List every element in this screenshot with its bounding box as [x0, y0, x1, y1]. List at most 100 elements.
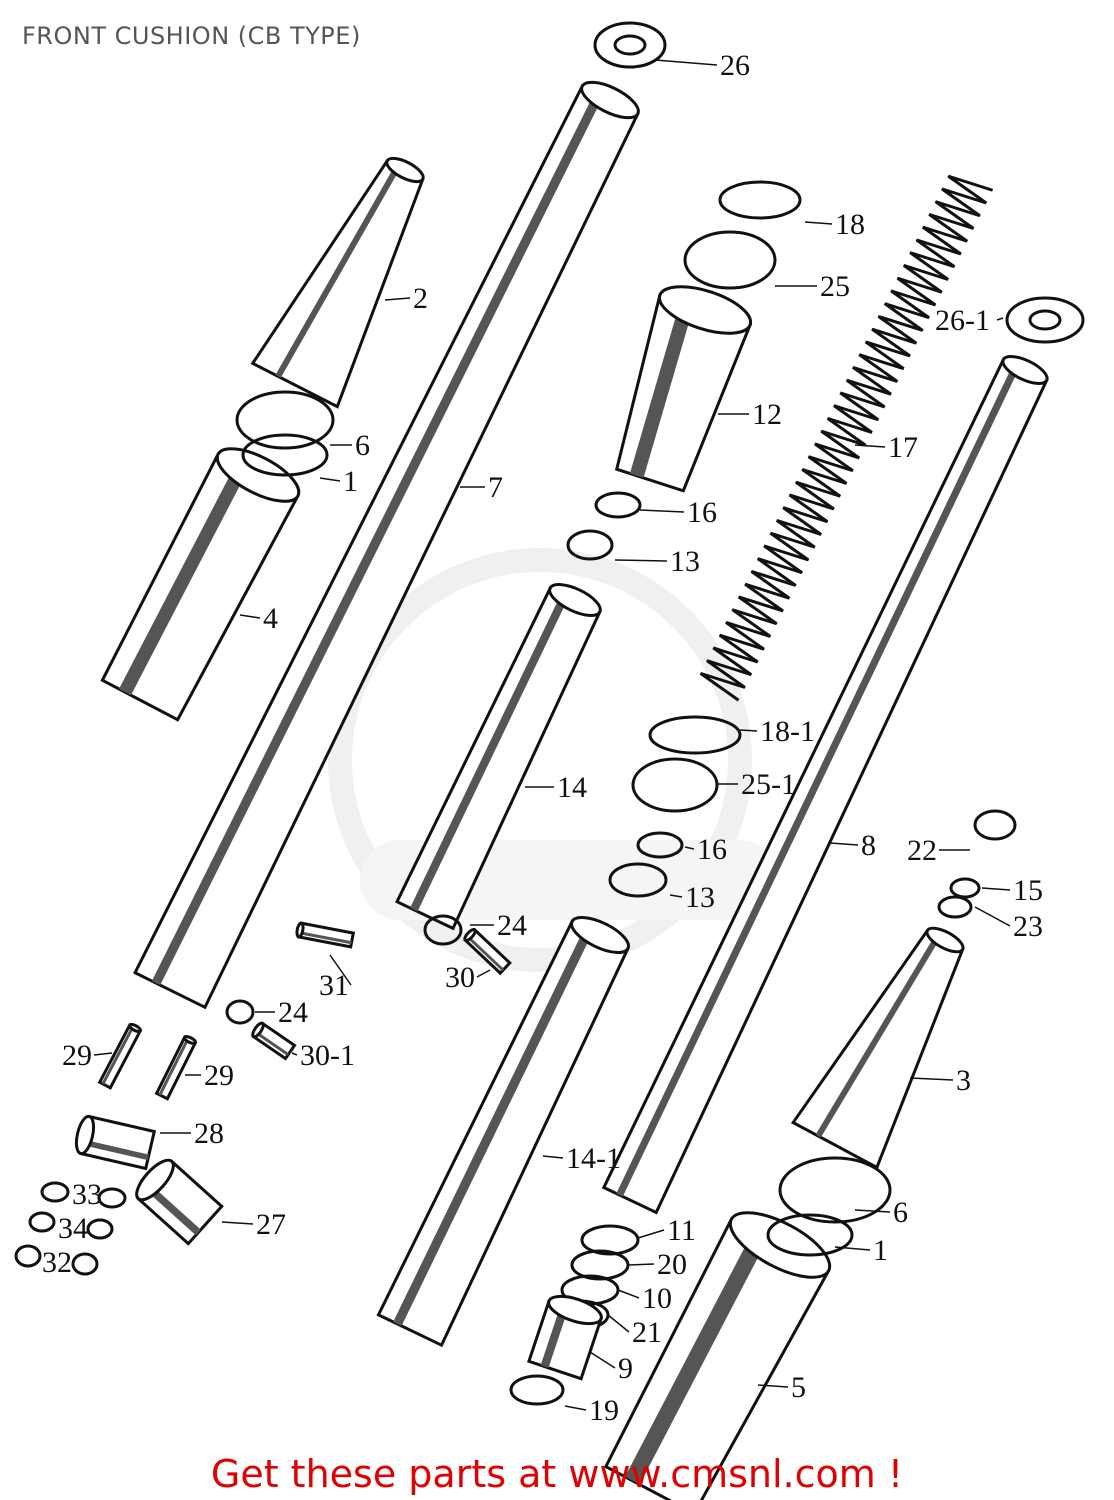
guide-12-shading: [629, 302, 694, 478]
callout-1: 1: [873, 1234, 888, 1267]
holder-28-shading: [82, 1139, 149, 1161]
callout-25-1: 25-1: [741, 768, 796, 801]
spring-17: [699, 174, 994, 702]
leader-line-11: [637, 1229, 665, 1239]
stud-29-b-shading: [158, 1038, 190, 1096]
callout-21: 21: [632, 1316, 662, 1349]
callout-6: 6: [355, 429, 370, 462]
bolt-6-lower: [778, 1156, 892, 1224]
callout-11: 11: [667, 1214, 696, 1247]
callout-14: 14: [557, 771, 587, 804]
oil-seal-26: [593, 21, 667, 69]
bolt-22: [973, 809, 1017, 841]
leader-line-2: [384, 297, 411, 301]
bolt-31-top: [295, 921, 305, 939]
washer-15: [949, 877, 981, 899]
callout-26-1: 26-1: [935, 304, 990, 337]
callout-14-1: 14-1: [566, 1142, 621, 1175]
leader-line-26-1: [996, 317, 1004, 321]
callout-24: 24: [278, 996, 308, 1029]
felt-25-1: [631, 757, 719, 813]
washer-24-upper: [423, 914, 463, 946]
callout-27: 27: [256, 1208, 286, 1241]
holder-27-top: [135, 1158, 175, 1202]
leader-line-16: [684, 846, 695, 850]
o-ring-19: [509, 1374, 565, 1406]
footer-link-text[interactable]: Get these parts at www.cmsnl.com !: [210, 1452, 904, 1496]
leader-line-1: [834, 1246, 871, 1251]
leader-line-16: [639, 509, 685, 513]
callout-34: 34: [58, 1212, 88, 1245]
callout-15: 15: [1013, 874, 1043, 907]
bottom-case-14-1-shading: [393, 927, 594, 1326]
callout-32: 32: [42, 1246, 72, 1279]
bolt-30-shading: [467, 935, 505, 972]
leader-line-26: [654, 59, 718, 66]
callout-24: 24: [497, 909, 527, 942]
bolt-30-top: [463, 928, 477, 942]
callout-13: 13: [670, 545, 700, 578]
spring-washer-34: [86, 1218, 114, 1240]
cover-3-shading: [815, 934, 941, 1138]
callout-29: 29: [62, 1039, 92, 1072]
leader-line-23: [974, 906, 1011, 927]
callout-1: 1: [343, 465, 358, 498]
fork-pipe-8-shading: [616, 364, 1020, 1197]
guide-12-top: [657, 285, 753, 335]
stud-29-b-top: [183, 1035, 197, 1045]
leader-line-21: [607, 1314, 630, 1333]
fork-pipe-7-top: [580, 80, 640, 120]
callout-22: 22: [907, 834, 937, 867]
leader-line-9: [589, 1351, 616, 1369]
leader-line-31: [329, 954, 352, 986]
callout-2: 2: [413, 282, 428, 315]
callout-13: 13: [685, 881, 715, 914]
callout-18: 18: [835, 208, 865, 241]
cover-3-top: [925, 926, 965, 954]
leader-line-5: [757, 1384, 789, 1388]
leader-line-14-1: [542, 1155, 564, 1159]
leader-line-30: [476, 969, 491, 978]
leader-line-1: [319, 477, 341, 482]
bolt-6: [235, 390, 335, 450]
cover-2-top: [385, 156, 425, 184]
ring-20: [570, 1249, 630, 1281]
callout-3: 3: [956, 1064, 971, 1097]
callout-10: 10: [642, 1282, 672, 1315]
ring-1-lower: [766, 1213, 854, 1257]
callout-12: 12: [752, 398, 782, 431]
ring-1: [241, 433, 329, 477]
circlip-18: [718, 180, 802, 220]
fork-pipe-8-top: [1001, 355, 1049, 385]
nut-32: [71, 1252, 99, 1276]
callout-28: 28: [194, 1117, 224, 1150]
nut-32: [14, 1244, 42, 1268]
stud-29-top: [128, 1022, 142, 1034]
holder-27-shading: [145, 1184, 201, 1236]
callout-18-1: 18-1: [760, 715, 815, 748]
callout-16: 16: [687, 496, 717, 529]
leader-line-4: [239, 614, 261, 619]
parts-drawings: [14, 21, 1085, 1500]
bottom-case-14-shading: [410, 593, 569, 912]
leader-line-13: [669, 894, 683, 898]
callout-5: 5: [791, 1371, 806, 1404]
bolt-31-shading: [299, 931, 352, 945]
o-ring-16-lower: [636, 831, 684, 859]
washer-33: [40, 1181, 70, 1203]
holder-28-top: [74, 1114, 96, 1156]
callout-30-1: 30-1: [300, 1039, 355, 1072]
cover-4-top: [215, 447, 301, 503]
cover-2: [250, 158, 425, 409]
stud-29-shading: [101, 1026, 135, 1085]
leader-line-29: [93, 1052, 113, 1056]
callout-9: 9: [618, 1352, 633, 1385]
bottom-case-14-1-top: [570, 916, 630, 954]
leader-line-17: [854, 444, 886, 448]
callout-20: 20: [657, 1248, 687, 1281]
callout-6: 6: [893, 1196, 908, 1229]
cover-2-shading: [275, 164, 401, 378]
leader-line-8: [829, 842, 859, 846]
